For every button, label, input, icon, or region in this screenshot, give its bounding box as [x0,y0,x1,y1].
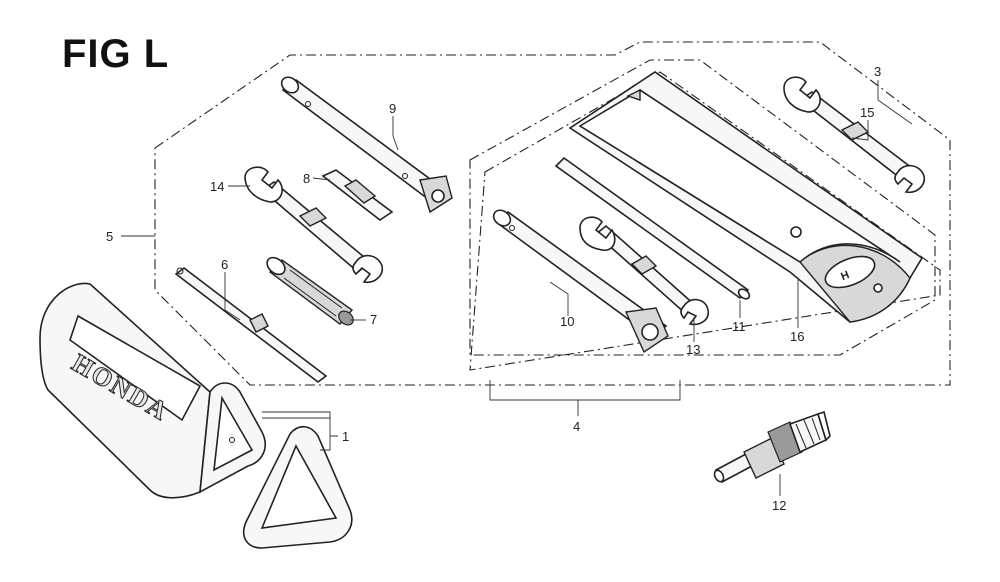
leader-8 [312,177,331,181]
callout-10: 10 [560,314,574,329]
open-wrench-part-13 [579,216,710,326]
callout-8: 8 [303,171,310,186]
open-wrench-part-14 [244,166,384,284]
callout-9: 9 [389,101,396,116]
leader-10 [549,281,569,316]
handle-bar-part-11 [554,156,751,300]
screwdriver-part-7 [266,256,354,326]
box-wrench-part-10 [492,209,669,354]
callout-11: 11 [732,319,746,334]
spark-plug-part-12 [713,410,831,484]
leader-4 [489,380,681,416]
svg-text:H: H [839,269,851,283]
box-wrench-part-9 [280,76,453,214]
leader-1b [262,411,331,418]
leader-6 [224,272,241,321]
callout-3: 3 [874,64,881,79]
callout-15: 15 [860,105,874,120]
group-boundary-5 [154,41,951,386]
pin-part-8 [321,169,394,221]
callout-7: 7 [370,312,377,327]
tool-case-part-16: H [568,71,924,323]
leader-9 [392,116,399,151]
callout-4: 4 [573,419,580,434]
callout-13: 13 [686,342,700,357]
tool-bag-part-1: HONDA [39,282,266,499]
leader-1 [262,417,338,451]
callout-16: 16 [790,329,804,344]
tool-bag-cap-part-1 [242,425,353,549]
callout-12: 12 [772,498,786,513]
group-boundary-4 [469,59,936,356]
figure-title: FIG L [62,32,170,76]
leader-3 [877,80,913,125]
callout-1: 1 [342,429,349,444]
callout-14: 14 [210,179,224,194]
callout-5: 5 [106,229,113,244]
callout-6: 6 [221,257,228,272]
open-wrench-part-15 [783,76,926,194]
leader-15 [851,120,869,141]
extension-bar-part-6 [174,266,328,384]
